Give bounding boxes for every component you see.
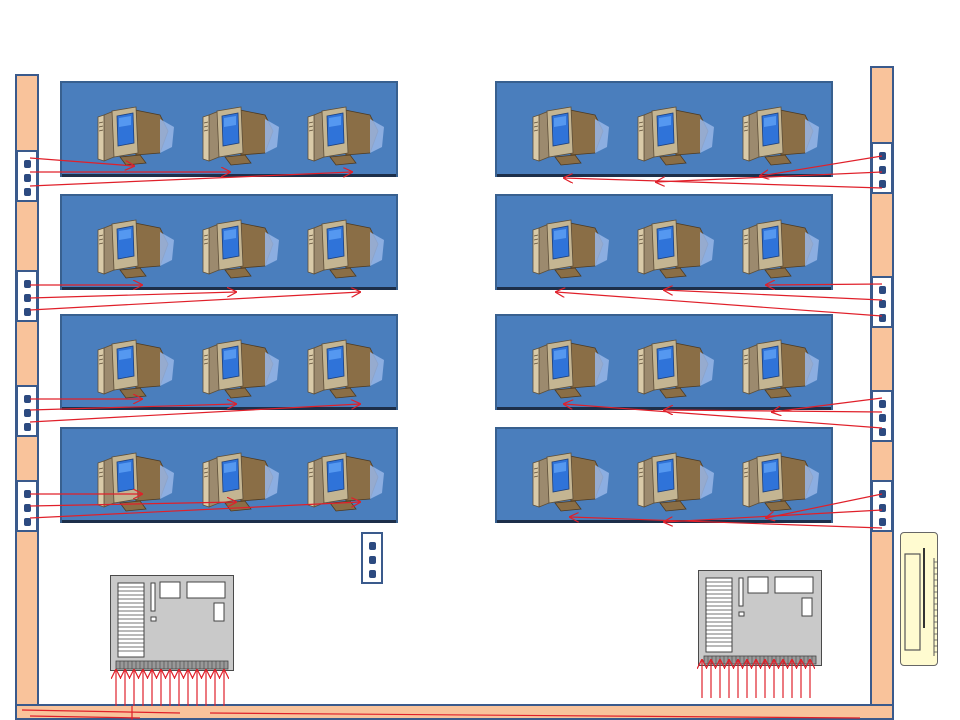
outlet-port (879, 414, 886, 422)
desktop-computer-icon (201, 336, 281, 402)
wall-outlet-left-2 (16, 270, 38, 322)
desktop-computer-icon (741, 103, 821, 169)
outlet-port (24, 504, 31, 512)
outlet-port (879, 504, 886, 512)
outlet-port (369, 570, 376, 578)
desktop-computer-icon (96, 449, 176, 515)
wall-outlet-right-4 (871, 480, 893, 532)
desktop-computer-icon (531, 336, 611, 402)
outlet-port (24, 294, 31, 302)
desktop-computer-icon (741, 449, 821, 515)
desktop-computer-icon (741, 216, 821, 282)
desktop-computer-icon (741, 336, 821, 402)
outlet-port (879, 152, 886, 160)
wall-outlet-right-2 (871, 276, 893, 328)
outlet-port (24, 308, 31, 316)
desktop-computer-icon (201, 449, 281, 515)
desktop-computer-icon (306, 336, 386, 402)
desktop-computer-icon (306, 103, 386, 169)
outlet-port (879, 300, 886, 308)
outlet-port (24, 490, 31, 498)
wall-outlet-right-3 (871, 390, 893, 442)
network-switch-right (698, 570, 822, 666)
outlet-port (24, 174, 31, 182)
desktop-computer-icon (306, 449, 386, 515)
outlet-port (879, 314, 886, 322)
desktop-computer-icon (201, 216, 281, 282)
network-cable-left-2-3 (29, 292, 360, 311)
desktop-computer-icon (636, 103, 716, 169)
outlet-port (24, 409, 31, 417)
desktop-computer-icon (201, 103, 281, 169)
desktop-computer-icon (636, 336, 716, 402)
network-cable-right-1-3 (564, 178, 883, 189)
telephone-icon (900, 532, 938, 666)
outlet-port (24, 518, 31, 526)
wall-outlet-left-4 (16, 480, 38, 532)
desktop-computer-icon (531, 449, 611, 515)
outlet-port (24, 280, 31, 288)
floor-trunk (15, 704, 894, 720)
network-switch-icon (115, 581, 228, 669)
desktop-computer-icon (636, 449, 716, 515)
desktop-computer-icon (531, 216, 611, 282)
network-cable-right-2-2 (664, 290, 883, 301)
outlet-port (879, 490, 886, 498)
desktop-computer-icon (96, 103, 176, 169)
network-cable-right-2-3 (556, 292, 883, 317)
wall-outlet-left-1 (16, 150, 38, 202)
network-cable-left-2-2 (29, 292, 236, 299)
outlet-port (24, 423, 31, 431)
outlet-port (879, 428, 886, 436)
desktop-computer-icon (306, 216, 386, 282)
desktop-computer-icon (96, 336, 176, 402)
outlet-port (879, 180, 886, 188)
outlet-port (369, 542, 376, 550)
outlet-port (24, 395, 31, 403)
network-switch-icon (703, 576, 816, 664)
outlet-port (879, 518, 886, 526)
desktop-computer-icon (531, 103, 611, 169)
outlet-port (879, 400, 886, 408)
outlet-port (879, 166, 886, 174)
outlet-port (24, 160, 31, 168)
wall-outlet-right-1 (871, 142, 893, 194)
desktop-computer-icon (636, 216, 716, 282)
outlet-port (24, 188, 31, 196)
wall-outlet-left-3 (16, 385, 38, 437)
network-switch-left (110, 575, 234, 671)
network-cable-right-3-2 (664, 410, 883, 412)
wall-outlet-center (361, 532, 383, 584)
outlet-port (369, 556, 376, 564)
desktop-computer-icon (96, 216, 176, 282)
outlet-port (879, 286, 886, 294)
